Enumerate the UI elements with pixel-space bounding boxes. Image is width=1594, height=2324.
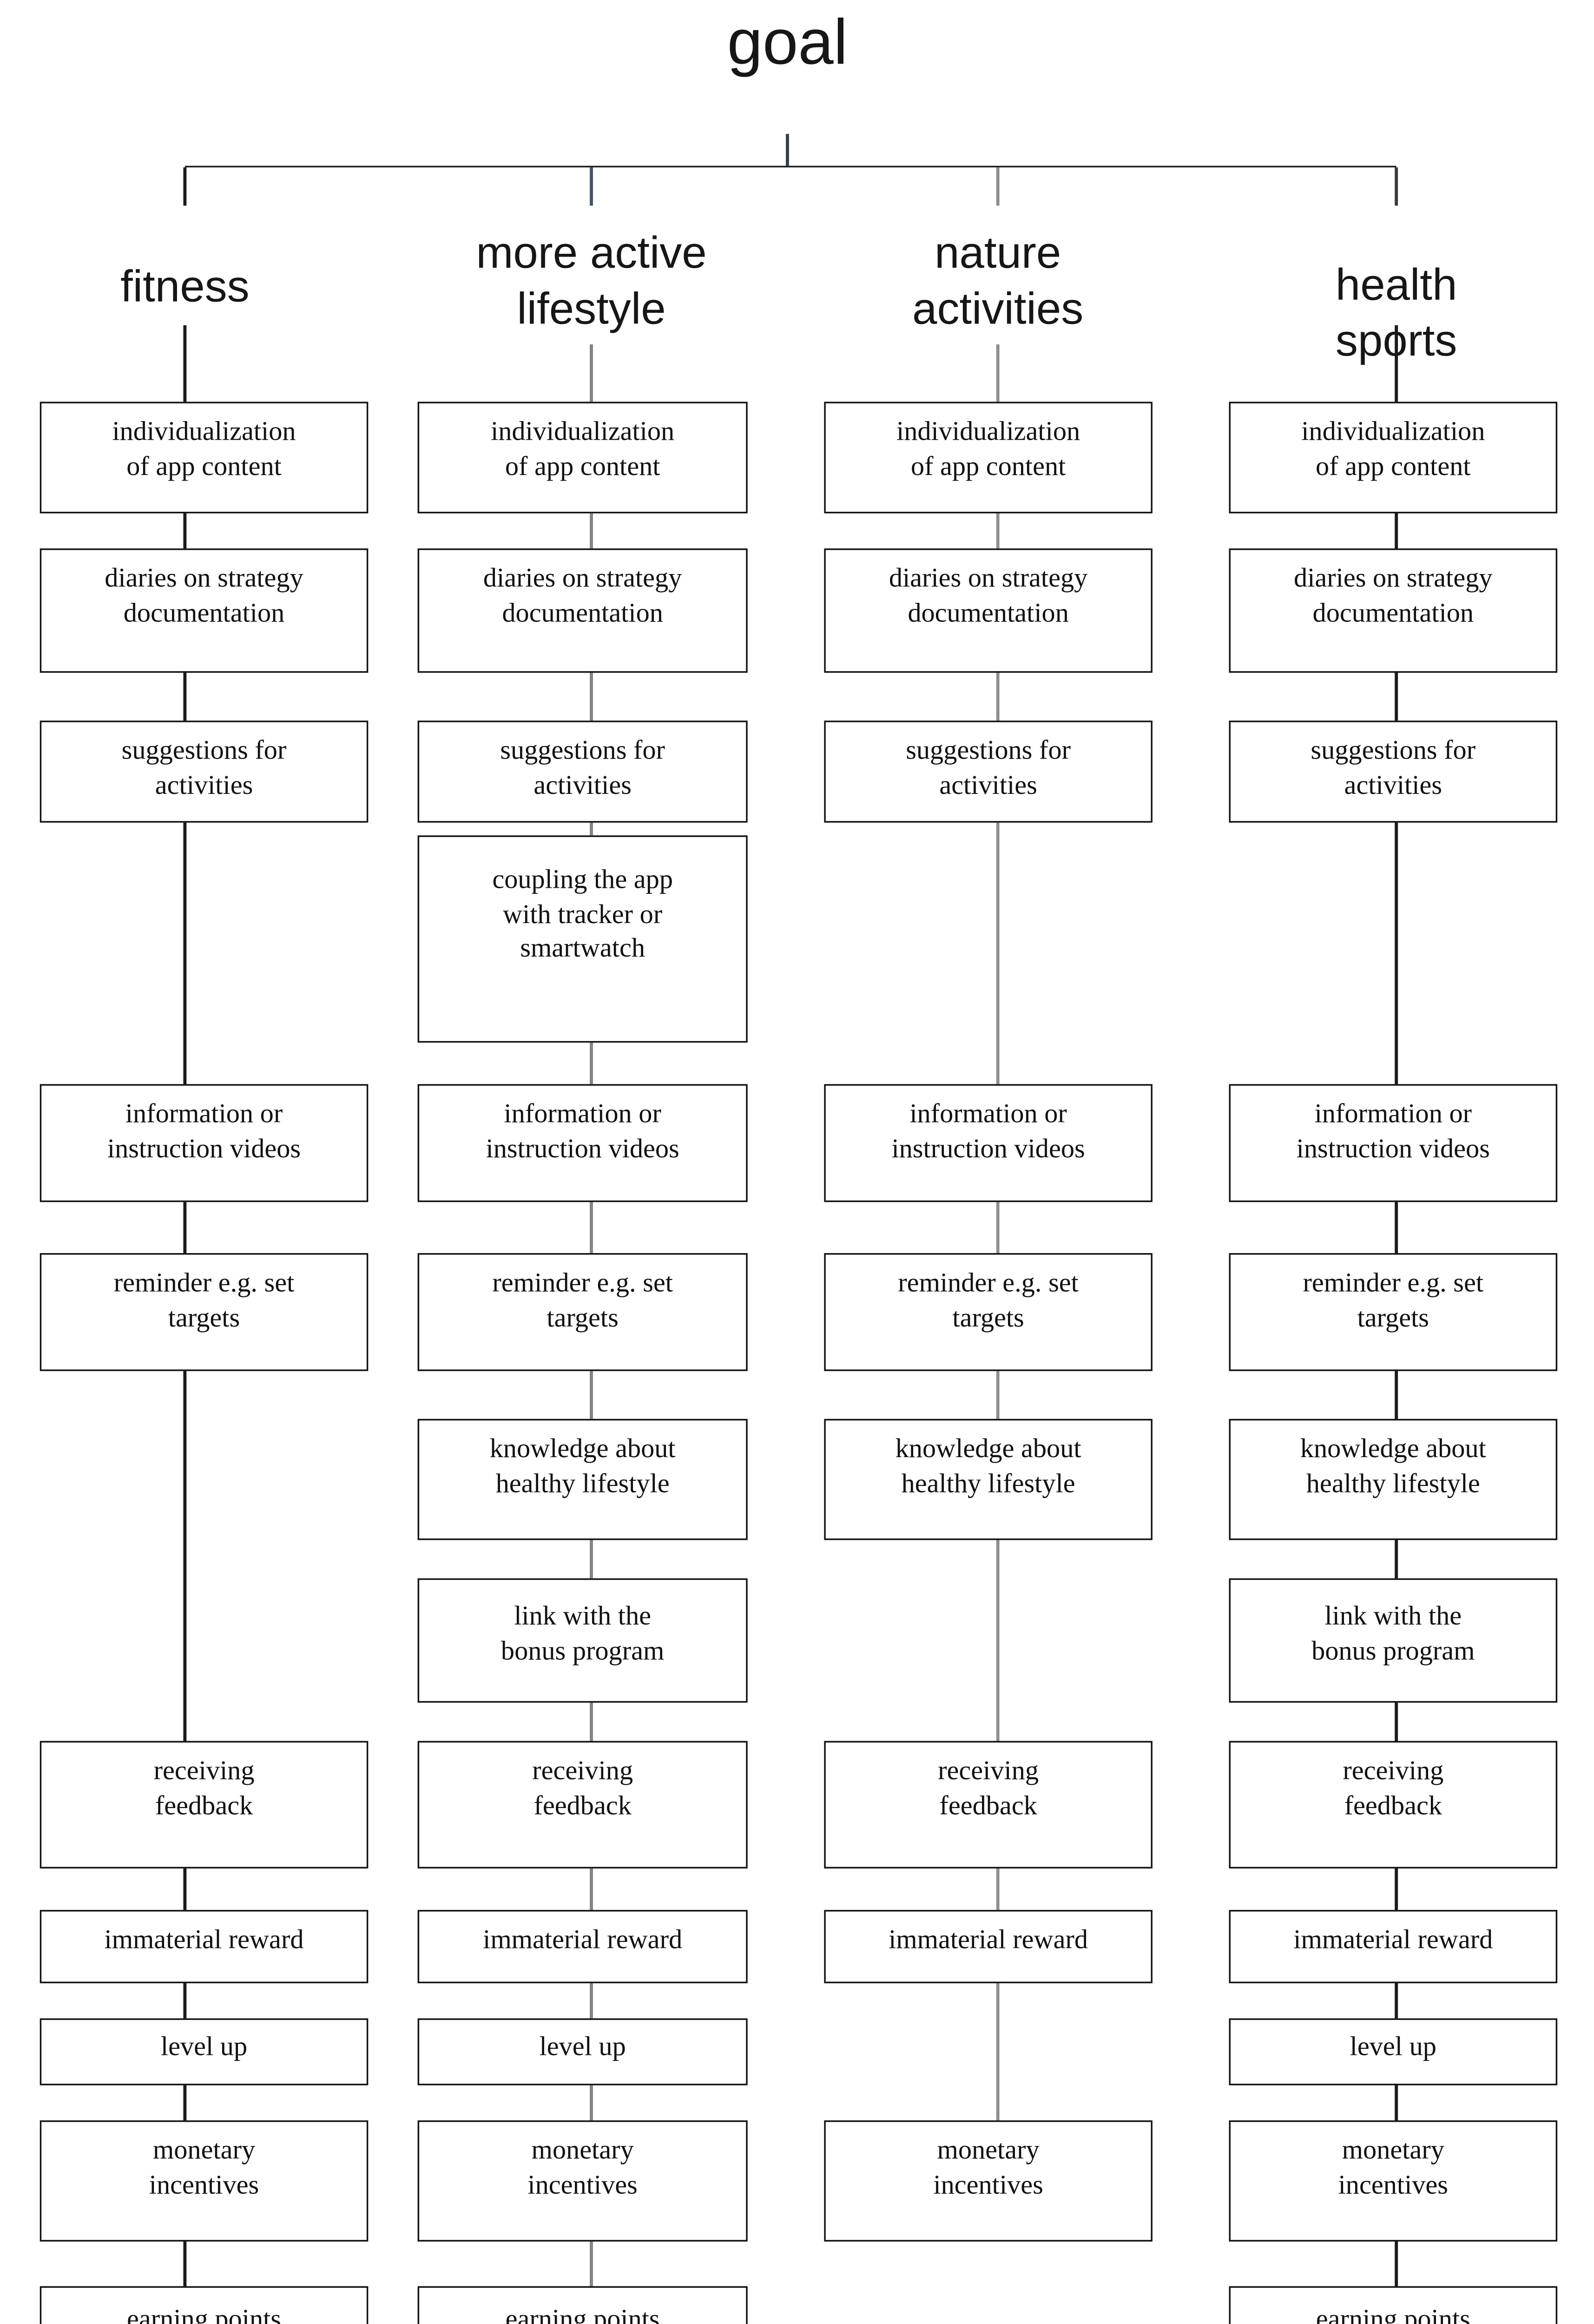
- node-nature-immaterial-reward: immaterial reward: [824, 1910, 1153, 1983]
- node-nature-reminder-set-targets: reminder e.g. set targets: [824, 1253, 1153, 1371]
- branch-tick-fitness: [184, 167, 187, 206]
- tree-branch-line: [184, 165, 1396, 168]
- node-fitness-individualization-of-app-content: individualization of app content: [40, 402, 369, 514]
- node-lifestyle-coupling-app-with-tracker-or-smartwatch: coupling the app with tracker or smartwa…: [417, 835, 748, 1043]
- column-line-nature-activities: [997, 344, 1000, 2137]
- column-header-nature-activities: nature activities: [912, 228, 1084, 333]
- node-healthsports-information-or-instruction-videos: information or instruction videos: [1229, 1084, 1558, 1202]
- node-nature-knowledge-about-healthy-lifestyle: knowledge about healthy lifestyle: [824, 1419, 1153, 1540]
- node-fitness-level-up: level up: [40, 2018, 369, 2086]
- node-lifestyle-level-up: level up: [417, 2018, 748, 2086]
- node-fitness-receiving-feedback: receiving feedback: [40, 1741, 369, 1868]
- node-healthsports-receiving-feedback: receiving feedback: [1229, 1741, 1558, 1868]
- node-healthsports-link-with-bonus-program: link with the bonus program: [1229, 1578, 1558, 1703]
- node-lifestyle-suggestions-for-activities: suggestions for activities: [417, 720, 748, 823]
- node-lifestyle-immaterial-reward: immaterial reward: [417, 1910, 748, 1983]
- node-healthsports-immaterial-reward: immaterial reward: [1229, 1910, 1558, 1983]
- node-nature-individualization-of-app-content: individualization of app content: [824, 402, 1153, 514]
- node-fitness-monetary-incentives: monetary incentives: [40, 2120, 369, 2242]
- goal-connector-stub: [786, 134, 790, 166]
- node-lifestyle-receiving-feedback: receiving feedback: [417, 1741, 748, 1868]
- node-fitness-earning-points: earning points: [40, 2286, 369, 2324]
- node-lifestyle-link-with-bonus-program: link with the bonus program: [417, 1578, 748, 1703]
- node-healthsports-level-up: level up: [1229, 2018, 1558, 2086]
- node-lifestyle-knowledge-about-healthy-lifestyle: knowledge about healthy lifestyle: [417, 1419, 748, 1540]
- node-healthsports-earning-points: earning points: [1229, 2286, 1558, 2324]
- node-fitness-diaries-on-strategy-documentation: diaries on strategy documentation: [40, 548, 369, 673]
- node-nature-suggestions-for-activities: suggestions for activities: [824, 720, 1153, 823]
- node-healthsports-suggestions-for-activities: suggestions for activities: [1229, 720, 1558, 823]
- node-nature-receiving-feedback: receiving feedback: [824, 1741, 1153, 1868]
- column-header-more-active-lifestyle: more active lifestyle: [476, 228, 707, 333]
- node-nature-monetary-incentives: monetary incentives: [824, 2120, 1153, 2242]
- node-healthsports-knowledge-about-healthy-lifestyle: knowledge about healthy lifestyle: [1229, 1419, 1558, 1540]
- node-lifestyle-monetary-incentives: monetary incentives: [417, 2120, 748, 2242]
- node-healthsports-individualization-of-app-content: individualization of app content: [1229, 402, 1558, 514]
- diagram-title: goal: [727, 8, 848, 79]
- node-fitness-suggestions-for-activities: suggestions for activities: [40, 720, 369, 823]
- node-fitness-immaterial-reward: immaterial reward: [40, 1910, 369, 1983]
- branch-tick-more-active-lifestyle: [590, 167, 593, 206]
- node-healthsports-monetary-incentives: monetary incentives: [1229, 2120, 1558, 2242]
- node-lifestyle-earning-points: earning points: [417, 2286, 748, 2324]
- node-lifestyle-diaries-on-strategy-documentation: diaries on strategy documentation: [417, 548, 748, 673]
- node-healthsports-reminder-set-targets: reminder e.g. set targets: [1229, 1253, 1558, 1371]
- node-fitness-information-or-instruction-videos: information or instruction videos: [40, 1084, 369, 1202]
- node-fitness-reminder-set-targets: reminder e.g. set targets: [40, 1253, 369, 1371]
- node-lifestyle-information-or-instruction-videos: information or instruction videos: [417, 1084, 748, 1202]
- node-nature-diaries-on-strategy-documentation: diaries on strategy documentation: [824, 548, 1153, 673]
- node-lifestyle-individualization-of-app-content: individualization of app content: [417, 402, 748, 514]
- node-healthsports-diaries-on-strategy-documentation: diaries on strategy documentation: [1229, 548, 1558, 673]
- branch-tick-nature-activities: [997, 167, 1000, 206]
- node-lifestyle-reminder-set-targets: reminder e.g. set targets: [417, 1253, 748, 1371]
- branch-tick-health-sports: [1395, 167, 1398, 206]
- column-header-fitness: fitness: [120, 261, 250, 311]
- node-nature-information-or-instruction-videos: information or instruction videos: [824, 1084, 1153, 1202]
